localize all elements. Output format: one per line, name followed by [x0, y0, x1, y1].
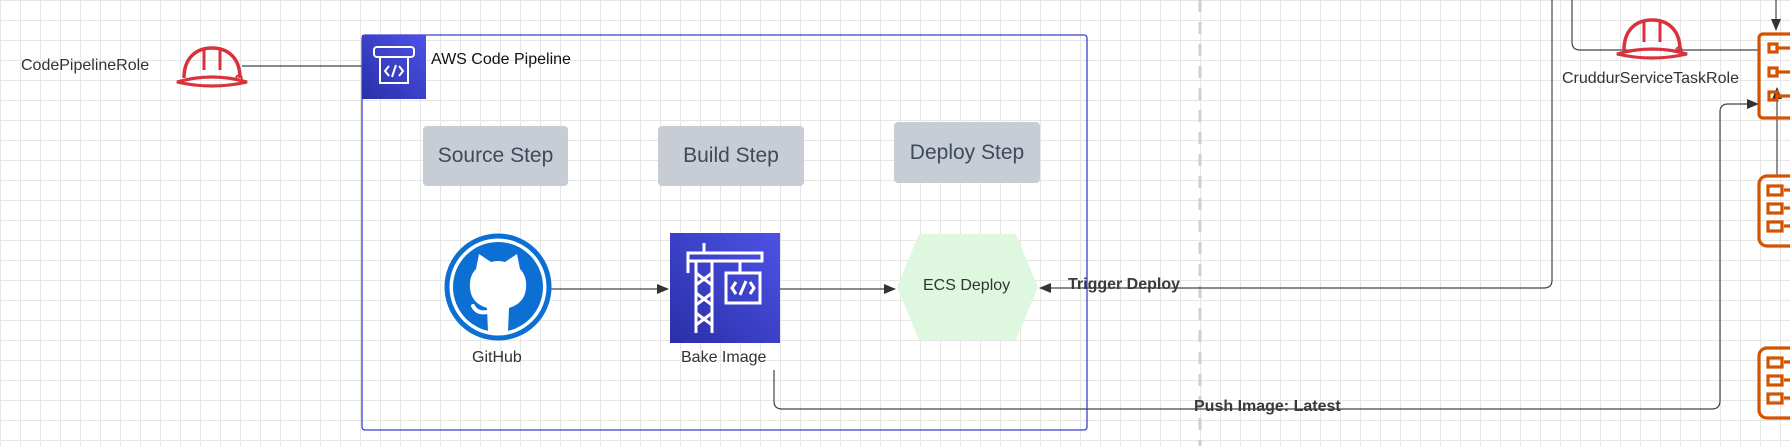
source-step-label: Source Step: [437, 144, 554, 167]
pipeline-role-label: CodePipelineRole: [21, 57, 150, 74]
source-step-box[interactable]: Source Step: [423, 126, 568, 186]
push-image-label: Push Image: Latest: [1194, 398, 1341, 415]
trigger-deploy-label: Trigger Deploy: [1068, 276, 1181, 293]
github-label: GitHub: [472, 349, 522, 366]
ecs-deploy-hexagon[interactable]: [895, 232, 1040, 342]
github-icon[interactable]: [443, 232, 553, 342]
pipeline-title: AWS Code Pipeline: [431, 51, 571, 68]
ecs-deploy-label: ECS Deploy: [923, 277, 1011, 294]
push-image-arrow[interactable]: [773, 99, 1759, 410]
service-role-connector[interactable]: [1571, 0, 1758, 51]
pipeline-frame[interactable]: [361, 34, 1088, 431]
bake-image-label: Bake Image: [681, 349, 767, 366]
trigger-deploy-arrow[interactable]: [1039, 0, 1553, 293]
hard-hat-icon[interactable]: [174, 44, 250, 90]
build-step-box[interactable]: Build Step: [658, 126, 804, 186]
service-task-role-label: CruddurServiceTaskRole: [1562, 70, 1739, 87]
build-step-label: Build Step: [683, 144, 779, 167]
ecs-service-icon[interactable]: [1756, 30, 1790, 446]
codepipeline-icon: [362, 35, 426, 99]
deploy-step-label: Deploy Step: [909, 140, 1025, 164]
deploy-step-box[interactable]: Deploy Step: [894, 122, 1040, 183]
hard-hat-icon[interactable]: [1614, 16, 1690, 62]
codebuild-crane-icon[interactable]: [670, 233, 780, 343]
